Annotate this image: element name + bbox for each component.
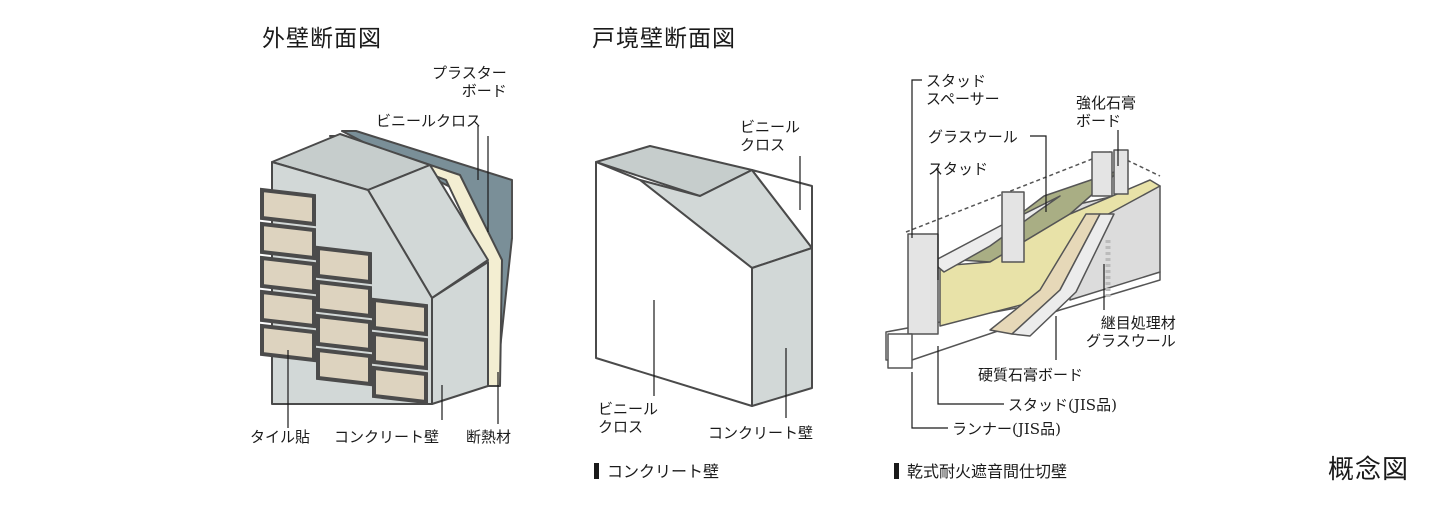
exterior-tile-label: タイル貼 [250, 428, 311, 446]
leader-lines [287, 79, 1119, 429]
wall-tile [260, 289, 316, 329]
wall-tile [260, 323, 316, 363]
stud-jis-label: スタッド(JIS品) [1008, 396, 1117, 414]
joint-glass-wool-label: 継目処理材 グラスウール [1086, 314, 1176, 350]
drywall-stud-post-4 [1113, 149, 1129, 195]
boundary-wall-front [751, 247, 813, 407]
wall-tile [260, 187, 316, 227]
caption-bar-icon [894, 463, 899, 479]
exterior-vinyl-cloth-label: ビニールクロス [376, 112, 482, 130]
boundary-title: 戸境壁断面図 [592, 26, 736, 52]
boundary-vinyl-cloth-top-label: ビニール クロス [740, 118, 801, 154]
exterior-insulation-label: 断熱材 [466, 428, 512, 446]
boundary-vinyl-cloth-bottom-label: ビニール クロス [598, 400, 659, 436]
wall-tile [316, 347, 372, 387]
drywall-speckled-board-1 [931, 195, 1061, 273]
glass-wool-top-label: グラスウール [928, 128, 1018, 146]
wall-tile [372, 297, 428, 337]
exterior-plasterboard-label: プラスター ボード [432, 64, 507, 100]
runner-jis-label: ランナー(JIS品) [952, 420, 1061, 438]
wall-tile [372, 331, 428, 371]
boundary-wall-back [751, 169, 813, 249]
stud-spacer-label: スタッド スペーサー [926, 72, 1000, 108]
exterior-concrete-front [431, 261, 489, 405]
drywall-caption-text: 乾式耐火遮音間仕切壁 [907, 462, 1068, 481]
concrete-wall-caption: コンクリート壁 [594, 462, 719, 481]
hard-gypsum-label: 硬質石膏ボード [978, 366, 1084, 384]
wall-tile [316, 313, 372, 353]
caption-bar-icon [594, 463, 599, 479]
boundary-concrete-label: コンクリート壁 [708, 424, 814, 442]
exterior-concrete-label: コンクリート壁 [334, 428, 440, 446]
concrete-wall-caption-text: コンクリート壁 [607, 462, 720, 481]
drywall-stud-post-1 [907, 233, 939, 335]
wall-tile [316, 245, 372, 285]
drywall-drawing [885, 149, 1161, 369]
boundary-wall-drawing [595, 145, 813, 407]
exterior-tiles [260, 187, 428, 405]
stud-top-label: スタッド [928, 160, 989, 178]
wall-tile [316, 279, 372, 319]
wall-tile [260, 221, 316, 261]
drywall-speckled-board-2 [1011, 213, 1115, 337]
strong-gypsum-label: 強化石膏 ボード [1076, 94, 1137, 130]
exterior-title: 外壁断面図 [262, 26, 382, 52]
drywall-caption: 乾式耐火遮音間仕切壁 [894, 462, 1067, 481]
drywall-stud-post-3 [1091, 151, 1113, 197]
wall-tile [372, 365, 428, 405]
drywall-runner-channel [887, 333, 913, 369]
drywall-stud-post-2 [1001, 191, 1025, 263]
concept-title: 概念図 [1328, 455, 1410, 485]
wall-tile [260, 255, 316, 295]
